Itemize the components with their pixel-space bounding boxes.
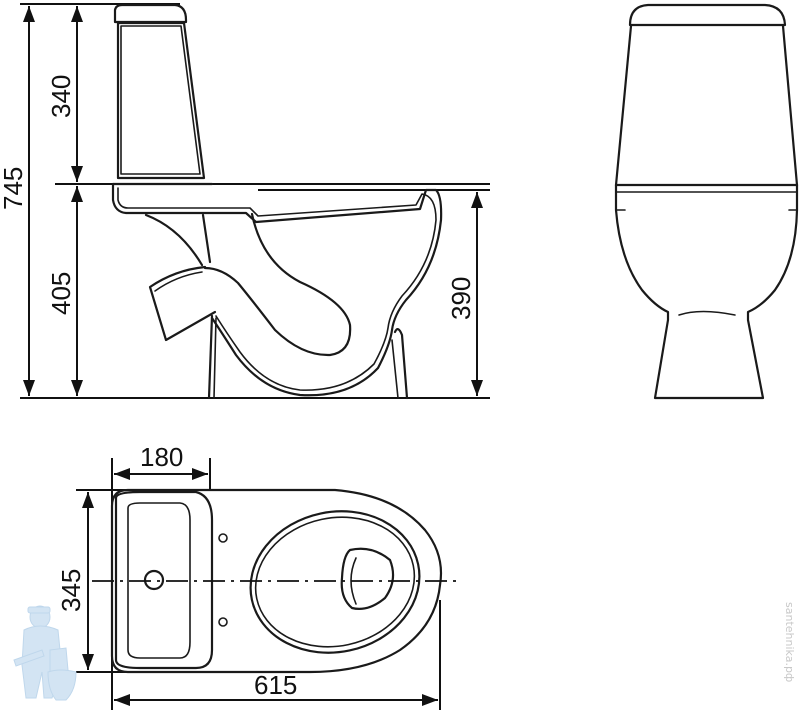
dimension-total-height: 745	[0, 6, 35, 396]
flush-button-icon	[143, 569, 165, 591]
label-745: 745	[0, 167, 28, 210]
watermark-text: santehnika.рф	[783, 602, 796, 682]
dimension-tank-depth: 180	[114, 442, 208, 480]
front-view	[614, 3, 799, 400]
dimension-length: 615	[114, 670, 438, 706]
label-405: 405	[46, 272, 76, 315]
top-view: 180 345 615	[56, 442, 462, 710]
tank-side	[111, 3, 214, 186]
side-view: 745 340 405 390	[0, 3, 490, 400]
label-615: 615	[254, 670, 297, 700]
label-345: 345	[56, 569, 86, 612]
label-390: 390	[446, 277, 476, 320]
bowl-side	[111, 182, 443, 400]
dimension-tank-height: 340	[46, 6, 83, 182]
dimension-bowl-height: 405	[46, 186, 83, 396]
plumber-mascot	[13, 605, 77, 701]
label-180: 180	[140, 442, 183, 472]
dimension-seat-height: 390	[446, 192, 483, 396]
label-340: 340	[46, 75, 76, 118]
dimension-width: 345	[56, 492, 94, 670]
